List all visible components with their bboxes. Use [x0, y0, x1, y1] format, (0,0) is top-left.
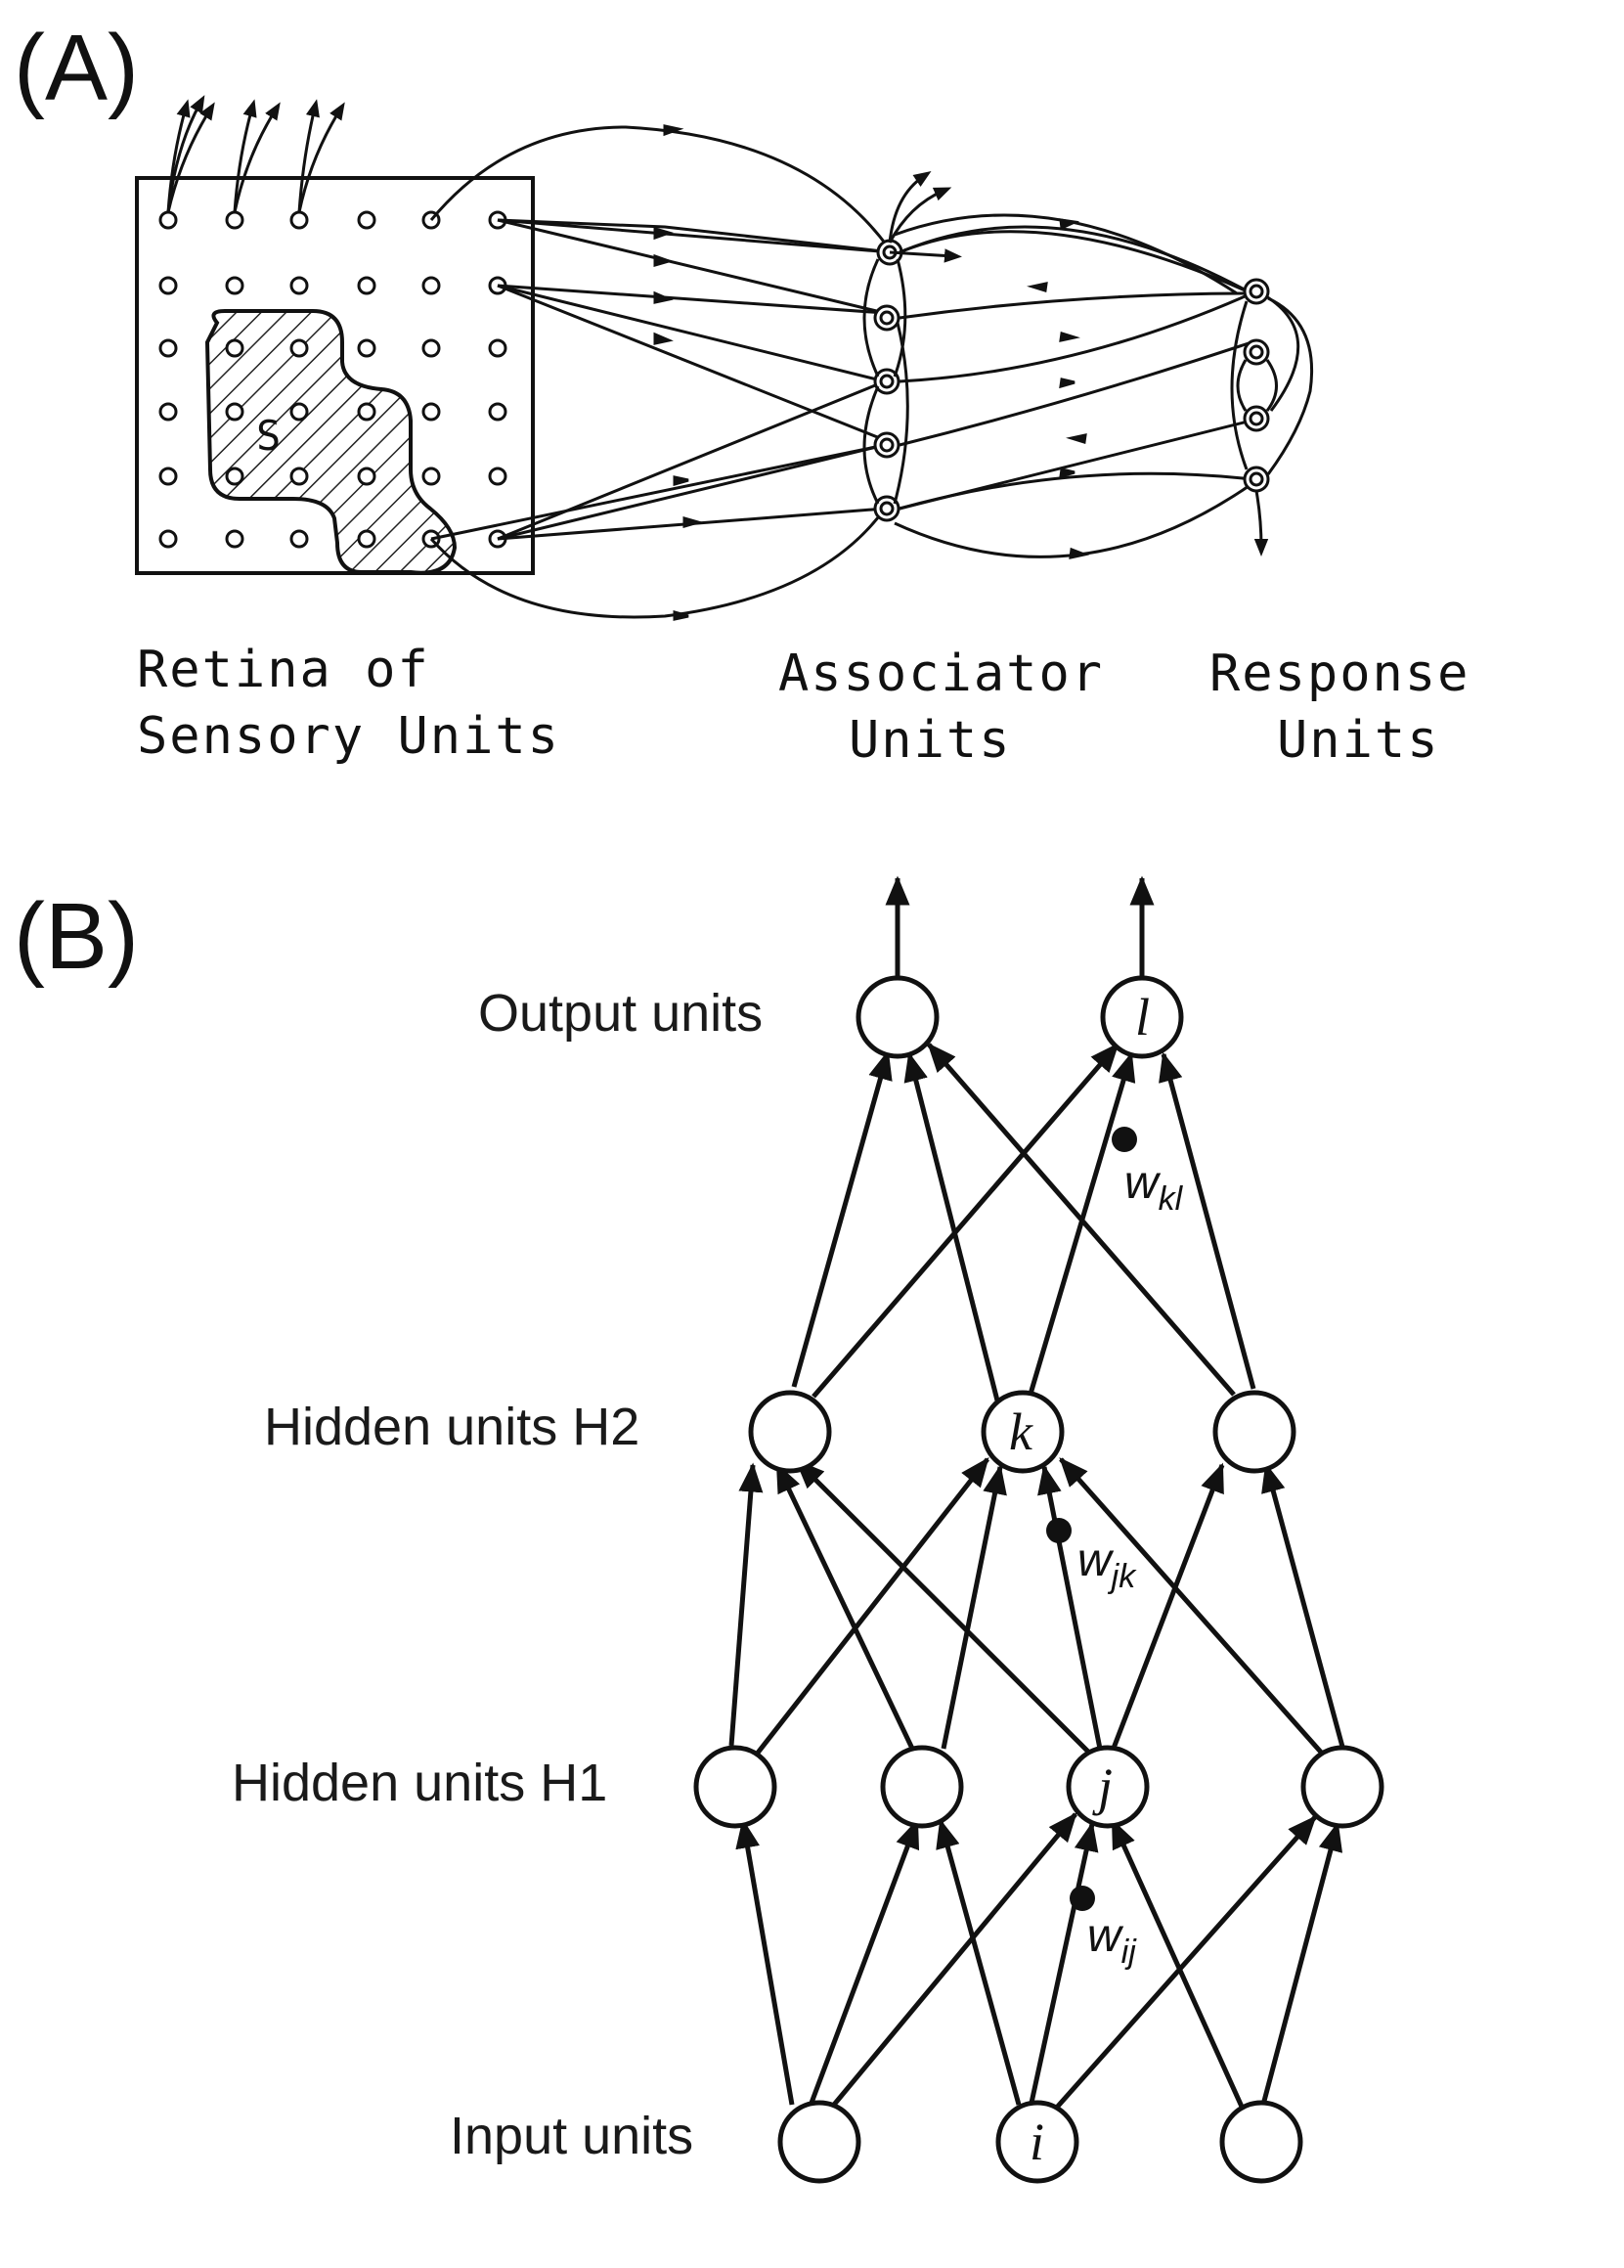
h2-unit-1 — [748, 1390, 832, 1474]
input-unit-i — [995, 2100, 1079, 2184]
input-unit-3 — [1219, 2100, 1303, 2184]
output-unit-1 — [856, 975, 940, 1059]
sensory-to-associator-links — [429, 124, 894, 621]
h1-layer-label: Hidden units H1 — [232, 1754, 607, 1812]
weight-kl-base: w — [1124, 1157, 1162, 1209]
weight-label-kl: wkl — [1124, 1157, 1184, 1218]
weight-markers — [1046, 1127, 1137, 1911]
h2-unit-3 — [1212, 1390, 1296, 1474]
input-to-h1-links — [735, 1812, 1343, 2112]
retina-label-line2: Sensory Units — [137, 707, 560, 766]
associator-label-line2: Units — [849, 711, 1012, 770]
unit-label-l: l — [1135, 988, 1150, 1046]
panel-a-label: (A) — [14, 16, 139, 120]
sensory-row-5 — [158, 467, 507, 486]
h2-to-output-links — [791, 1043, 1256, 1401]
stimulus-region — [204, 309, 458, 575]
weight-kl-sub: kl — [1159, 1180, 1184, 1218]
associator-units — [873, 239, 903, 522]
stimulus-label: S — [256, 412, 281, 460]
associator-label-line1: Associator — [778, 645, 1104, 703]
retina-label-line1: Retina of — [137, 641, 430, 699]
sensory-row-4 — [158, 402, 507, 422]
weight-jk-base: w — [1077, 1534, 1115, 1586]
sensory-row-1 — [158, 210, 507, 230]
sensory-row-2 — [158, 276, 507, 295]
h1-unit-4 — [1300, 1745, 1384, 1829]
unit-label-i: i — [1030, 2112, 1044, 2171]
unit-label-j: j — [1092, 1757, 1113, 1816]
panel-a: (A) S — [14, 16, 1470, 770]
sensory-row-3 — [158, 338, 507, 358]
response-label-line2: Units — [1277, 711, 1440, 770]
panel-b: (B) Output units Hidden units H2 Hidden … — [14, 875, 1384, 2184]
associator-internal-links — [862, 171, 962, 505]
weight-ij-sub: ij — [1121, 1934, 1138, 1971]
response-internal-links — [1230, 296, 1314, 556]
weight-jk-sub: jk — [1108, 1558, 1138, 1595]
input-unit-1 — [777, 2100, 861, 2184]
response-units — [1243, 278, 1270, 493]
h2-unit-k — [981, 1390, 1065, 1474]
output-layer-label: Output units — [478, 984, 763, 1043]
h1-to-h2-links — [728, 1457, 1345, 1758]
weight-ij-base: w — [1087, 1910, 1124, 1962]
weight-dot-jk — [1046, 1518, 1072, 1543]
weight-label-ij: wij — [1087, 1910, 1137, 1971]
associator-to-response-links — [894, 213, 1300, 559]
panel-b-label: (B) — [14, 884, 139, 989]
unit-label-k: k — [1009, 1402, 1033, 1461]
weight-dot-ij — [1070, 1886, 1095, 1911]
input-layer-label: Input units — [450, 2107, 693, 2165]
response-label-line1: Response — [1209, 645, 1470, 703]
sensory-units — [158, 210, 507, 549]
weight-label-jk: wjk — [1077, 1534, 1137, 1595]
retina-box — [135, 176, 535, 575]
network-nodes — [693, 975, 1384, 2184]
sensory-row-6 — [158, 529, 507, 549]
h1-unit-1 — [693, 1745, 777, 1829]
output-arrows — [885, 875, 1155, 976]
h1-unit-2 — [880, 1745, 964, 1829]
h1-unit-j — [1066, 1745, 1150, 1829]
weight-dot-kl — [1112, 1127, 1137, 1152]
output-unit-l — [1100, 975, 1184, 1059]
h2-layer-label: Hidden units H2 — [264, 1398, 639, 1456]
sensory-output-arrows — [166, 95, 345, 213]
